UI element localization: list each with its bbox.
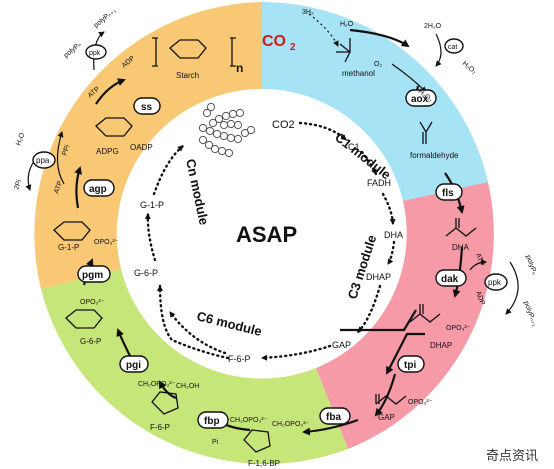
polyp-n1-top: polyPₙ₊₁ [93, 7, 118, 30]
co2-subscript: 2 [290, 42, 296, 53]
f6p-ch2opo3: CH₂OPO₃²⁻ [138, 381, 176, 388]
methanol-label: methanol [342, 69, 375, 78]
enzyme-aox: aox [411, 94, 429, 105]
gap-opo3: OPO₃²⁻ [408, 399, 433, 406]
polyp-n-top: polyPₙ [63, 41, 83, 60]
polyp-n1-right: polyPₙ₊₁ [522, 300, 538, 328]
enzyme-fbp: fbp [204, 416, 220, 427]
enzyme-agp: agp [89, 184, 107, 195]
co2-label: CO [262, 33, 286, 50]
dhap-opo3: OPO₃²⁻ [446, 325, 471, 332]
h2o-left-label: H₂O [15, 131, 26, 146]
f16bp-label: F-1,6-BP [248, 459, 280, 468]
inner-cycle [144, 121, 396, 361]
molecule-sketches [53, 37, 477, 453]
f6p-label: F-6-P [150, 423, 170, 432]
center-label: ASAP [236, 222, 297, 247]
c6-segment [41, 269, 348, 465]
inner-g6p-label: G-6-P [134, 268, 158, 278]
enzyme-fls: fls [442, 188, 454, 199]
module-label-cn: Cn module [183, 158, 212, 227]
f16bp-ch2opo3-a: CH₂OPO₃²⁻ [230, 417, 268, 424]
inner-g1p-label: G-1-P [140, 200, 164, 210]
enzyme-ss: ss [141, 102, 153, 113]
enzyme-cat: cat [448, 44, 457, 51]
g1p-label: G-1-P [58, 243, 79, 252]
dha-label: DHA [452, 243, 470, 252]
cn-segment [34, 2, 263, 289]
h2o-top-label: H₂O [340, 21, 354, 28]
c3-segment [316, 182, 494, 449]
f6p-ch2oh: CH₂OH [176, 383, 199, 390]
pi-bottom-label: Pi [212, 439, 219, 446]
starch-branch-icon [198, 102, 256, 158]
inner-co2-label: CO2 [272, 119, 295, 131]
inner-dhap-label: DHAP [366, 272, 391, 282]
o2-label: O₂ [374, 61, 382, 68]
enzyme-pgi: pgi [126, 360, 141, 371]
h2o2-cat-label: H₂O₂ [461, 60, 478, 76]
enzyme-pills [32, 38, 508, 429]
g1p-opo3: OPO₃²⁻ [94, 239, 119, 246]
two-pi-label: 2Pi [13, 178, 23, 190]
three-h2-label: 3H₂ [302, 9, 314, 16]
enzyme-ppa: ppa [36, 156, 50, 165]
inner-fadh-label: FADH [367, 178, 391, 188]
enzyme-fba: fba [326, 412, 341, 423]
polyp-n-right: polyPₙ [524, 254, 538, 276]
f16bp-ch2opo3-b: CH₂OPO₃²⁻ [272, 421, 310, 428]
atp-right-label: ATP [474, 252, 485, 267]
adp-right-label: ADP [474, 290, 486, 306]
oadp-label: OADP [130, 143, 153, 152]
adpg-label: ADPG [96, 147, 119, 156]
starch-n-label: n [236, 61, 243, 75]
atp-left-label: ATP [53, 180, 64, 195]
enzyme-dak: dak [441, 274, 459, 285]
inner-gap-label: GAP [332, 340, 351, 350]
two-h2o-label: 2H₂O [424, 23, 442, 30]
module-label-c6: C6 module [195, 308, 263, 339]
g6p-label: G-6-P [80, 337, 101, 346]
dhap-label: DHAP [430, 341, 452, 350]
gap-label: GAP [378, 413, 395, 422]
inner-f6p-label: F-6-P [228, 354, 251, 364]
c1-segment [262, 2, 488, 201]
enzyme-tpi: tpi [404, 360, 416, 371]
inner-c1-label: C1 [348, 142, 360, 152]
watermark-text: 奇点资讯 [486, 448, 538, 463]
enzyme-ppk: ppk [488, 278, 502, 287]
g6p-opo3: OPO₃²⁻ [80, 299, 105, 306]
starch-label: Starch [176, 71, 199, 80]
formaldehyde-label: formaldehyde [410, 151, 459, 160]
ppi-label: PPi [61, 144, 71, 157]
enzyme-pgm: pgm [82, 270, 103, 281]
module-label-c3: C3 module [345, 233, 380, 301]
enzyme-ppk-top: ppk [89, 50, 101, 57]
inner-dha-label: DHA [384, 230, 403, 240]
